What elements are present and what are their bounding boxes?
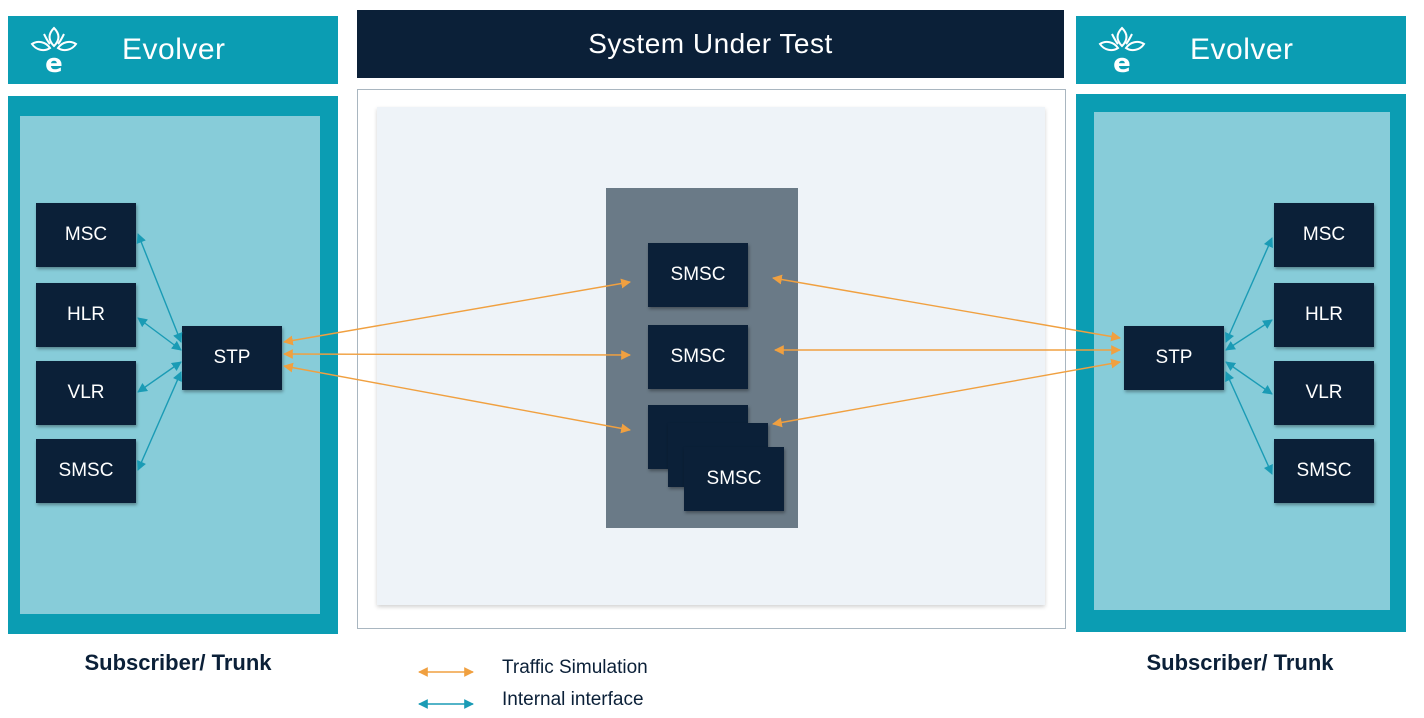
evolver-logo-icon: e [30,26,78,78]
left-msc-node: MSC [36,203,136,267]
right-internal-arrow-smsc [1225,371,1273,475]
right-internal-arrow-hlr [1225,319,1273,351]
left-internal-arrow-hlr [137,317,182,351]
right-internal-arrow-msc [1225,237,1273,343]
sut-smsc-node-3: SMSC [684,447,784,511]
left-evolver-title: Evolver [122,33,226,66]
evolver-logo-icon: e [1098,26,1146,78]
svg-text:e: e [45,49,63,78]
legend-traffic-label: Traffic Simulation [502,657,648,678]
left-internal-arrow-smsc [137,371,182,471]
right-msc-node: MSC [1274,203,1374,267]
left-vlr-node: VLR [36,361,136,425]
traffic-arrow-left-3 [283,362,631,434]
right-hlr-node: HLR [1274,283,1374,347]
right-internal-arrow-vlr [1225,361,1273,395]
right-caption: Subscriber/ Trunk [1146,650,1334,675]
right-smsc-node: SMSC [1274,439,1374,503]
left-stp-node: STP [182,326,282,390]
right-evolver-title: Evolver [1190,33,1294,66]
traffic-arrow-left-2 [283,349,631,360]
right-evolver-header: e Evolver [1076,16,1406,84]
traffic-arrow-left-1 [283,278,631,346]
traffic-arrow-right-1 [772,274,1121,342]
sut-header: System Under Test [357,10,1064,78]
legend-internal-label: Internal interface [502,689,644,710]
sut-smsc-node-1: SMSC [648,243,748,307]
sut-smsc-node-2: SMSC [648,325,748,389]
right-vlr-node: VLR [1274,361,1374,425]
right-stp-node: STP [1124,326,1224,390]
left-smsc-node: SMSC [36,439,136,503]
svg-text:e: e [1113,49,1131,78]
left-internal-arrow-msc [136,233,183,343]
traffic-arrow-right-3 [772,358,1121,428]
left-caption: Subscriber/ Trunk [84,650,272,675]
left-hlr-node: HLR [36,283,136,347]
left-evolver-header: e Evolver [8,16,338,84]
